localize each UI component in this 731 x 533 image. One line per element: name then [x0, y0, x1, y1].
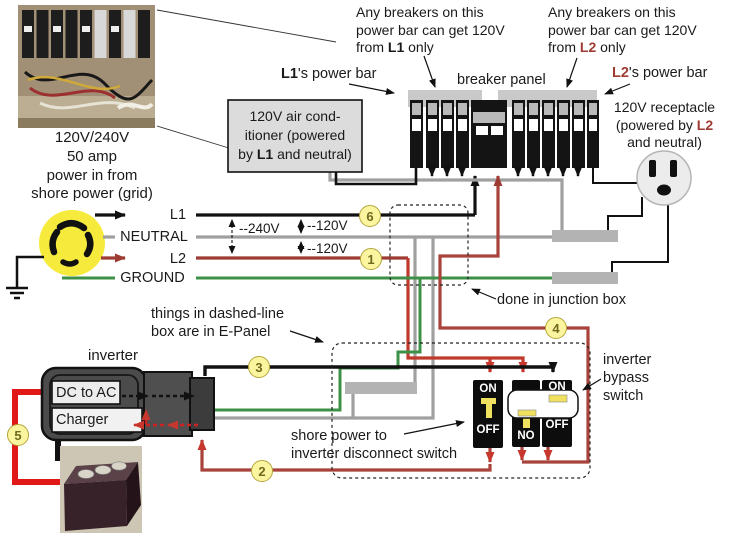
label-bypass-note: inverter bypass switch: [603, 351, 651, 405]
label-breaker-panel: breaker panel: [457, 72, 546, 88]
annotation-text: Any breakers on this power bar can get 1…: [548, 4, 697, 55]
voltage-120-top: --120V: [307, 218, 348, 233]
breaker-feed-arrows: [427, 166, 583, 177]
voltage-240: --240V: [239, 221, 280, 236]
junction-box-outline: [389, 204, 469, 286]
ac-text: by: [238, 145, 257, 162]
label-bold: L1: [281, 66, 298, 82]
wire-label-ground: GROUND: [120, 270, 185, 286]
badge-2: 2: [251, 460, 273, 482]
label-junction-box: done in junction box: [497, 292, 626, 308]
bypass-left-no-label: NO: [517, 430, 535, 442]
disconnect-off-label: OFF: [476, 424, 500, 436]
ac-flow-arrows: [122, 391, 198, 430]
ac-line: itioner (powered: [244, 126, 346, 143]
breaker-panel: [408, 90, 599, 177]
receptacle-bold: L2: [696, 116, 714, 133]
neutral-bus-bar: [552, 230, 618, 242]
breakers: [410, 100, 599, 168]
receptacle-line: and neutral): [627, 134, 702, 150]
wire-label-l2: L2: [169, 251, 187, 267]
shore-panel-photo: [18, 5, 155, 128]
epanel-line: box are in E-Panel: [151, 324, 271, 341]
ac-line: by L1 and neutral): [230, 145, 360, 164]
breaker-details: [412, 103, 597, 135]
bypass-tie-bar[interactable]: [507, 389, 579, 419]
ac-bold: L1: [256, 145, 274, 162]
wire-receptacle: [592, 168, 669, 272]
wire-inverter-ac-out: [203, 362, 558, 376]
bypass-line: bypass: [603, 370, 649, 387]
label-bold: L2: [612, 65, 629, 81]
receptacle-text: (powered by: [615, 116, 697, 133]
photo-leader-bottom: [156, 125, 233, 150]
annotation-bold: L2: [579, 39, 597, 55]
bypass-line: switch: [603, 388, 644, 405]
label-l2-power-bar: L2's power bar: [612, 64, 707, 82]
annotation-bold: L1: [387, 39, 405, 55]
inverter: [40, 366, 215, 442]
bypass-line: inverter: [603, 352, 652, 368]
annotation-text: only: [596, 39, 626, 55]
wire-l2-feed-to-switches: [406, 258, 528, 373]
annotation-l1-breakers: Any breakers on this power bar can get 1…: [356, 4, 518, 57]
epanel-neutral-bar: [345, 382, 417, 394]
badge-5: 5: [7, 424, 29, 446]
badge-4: 4: [545, 317, 567, 339]
badge-1: 1: [360, 248, 382, 270]
badge-6: 6: [359, 205, 381, 227]
caption-line: 50 amp: [66, 147, 118, 165]
bypass-right-off-label: OFF: [545, 419, 569, 431]
caption-line: power in from: [46, 166, 138, 184]
photo-leader-top: [156, 9, 337, 43]
leader-arrows: [289, 55, 631, 435]
label-l1-power-bar: L1's power bar: [281, 65, 376, 83]
annotation-text: only: [404, 39, 434, 55]
wire-l1: [95, 175, 480, 220]
label-ac-unit: 120V air cond- itioner (powered by L1 an…: [230, 107, 360, 164]
receptacle-line: 120V receptacle: [613, 99, 716, 115]
disconnect-switch[interactable]: [473, 380, 503, 448]
label-charger: Charger: [56, 412, 109, 428]
annotation-text: Any breakers on this power bar can get 1…: [356, 4, 505, 55]
ac-text: and neutral): [273, 145, 352, 162]
battery-photo: [60, 446, 142, 533]
disconnect-on-label: ON: [479, 383, 497, 395]
ground-bus-bar: [552, 272, 618, 284]
label-text: 's power bar: [628, 65, 708, 81]
photo-caption: 120V/240V 50 amp power in from shore pow…: [2, 129, 182, 204]
label-epanel-note: things in dashed-line box are in E-Panel: [151, 305, 284, 341]
label-inverter: inverter: [87, 347, 139, 364]
epanel-line: things in dashed-line: [151, 306, 285, 322]
label-receptacle: 120V receptacle (powered by L2 and neutr…: [598, 99, 731, 152]
ac-unit-box: [227, 99, 363, 173]
wire-bypass-output-riser: [438, 175, 590, 464]
caption-line: 120V/240V: [54, 129, 130, 146]
voltage-120-bottom: --120V: [307, 241, 348, 256]
wire-disconnect-to-charger: [197, 439, 495, 472]
label-disconnect-note: shore power to inverter disconnect switc…: [291, 427, 457, 463]
badge-3: 3: [248, 356, 270, 378]
wire-ac-hot: [334, 168, 418, 186]
ac-line: 120V air cond-: [249, 108, 341, 124]
bypass-right-on-label: ON: [548, 381, 566, 393]
caption-line: shore power (grid): [31, 185, 153, 203]
label-text: 's power bar: [297, 66, 377, 82]
wire-label-l1: L1: [169, 207, 187, 223]
disconnect-line: inverter disconnect switch: [291, 446, 458, 463]
annotation-l2-breakers: Any breakers on this power bar can get 1…: [548, 4, 716, 57]
wire-label-neutral: NEUTRAL: [120, 229, 188, 245]
voltage-arrows: [228, 219, 305, 254]
ground-symbol: [6, 255, 44, 300]
dc-to-ac-box: [51, 380, 121, 405]
charger-box: [51, 407, 143, 433]
shore-power-plug: [39, 210, 105, 276]
receptacle: [636, 150, 692, 206]
receptacle-line: (powered by L2: [598, 117, 731, 135]
label-dc-to-ac: DC to AC: [56, 385, 117, 401]
disconnect-line: shore power to: [291, 428, 387, 444]
